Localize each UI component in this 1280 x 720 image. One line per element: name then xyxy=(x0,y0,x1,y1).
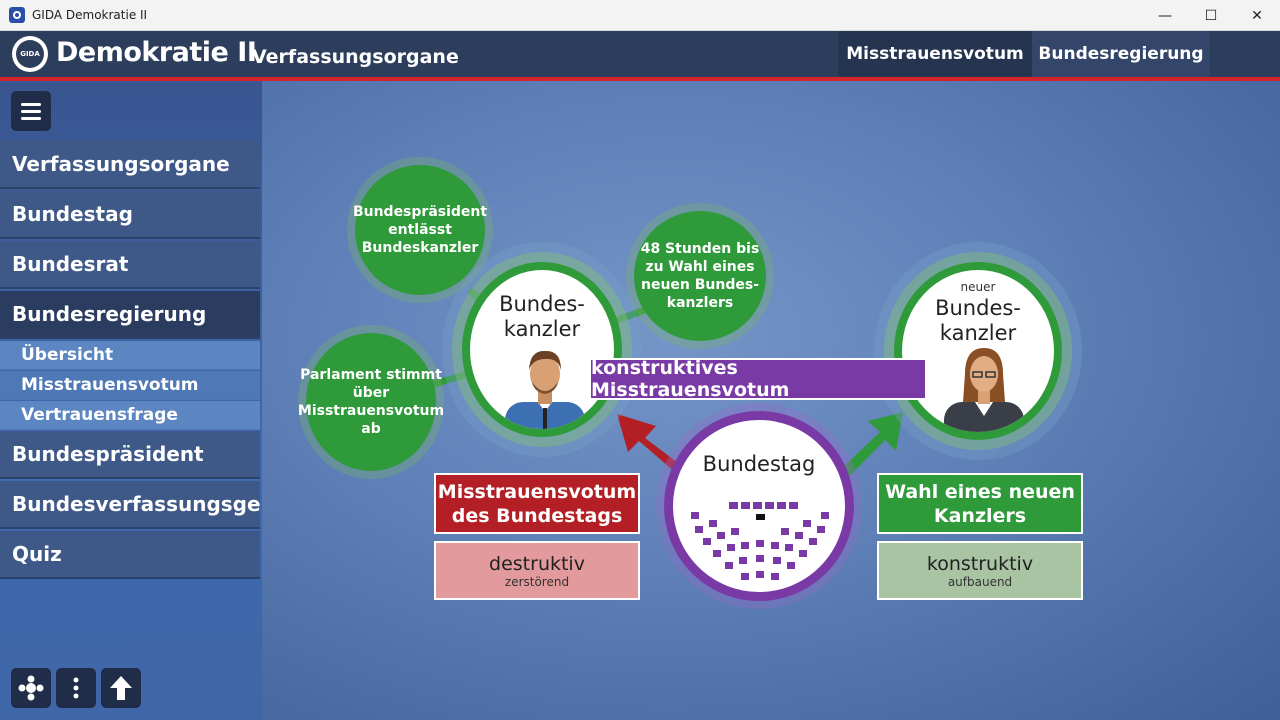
bubble-parlament: Parlament stimmt über Misstrauensvotum a… xyxy=(298,333,444,471)
bubble-bundespraesident: Bundespräsident entlässt Bundeskanzler xyxy=(353,165,487,295)
gida-logo: GIDA xyxy=(12,36,48,72)
minimize-button[interactable]: — xyxy=(1158,7,1172,24)
sidebar-item-bundestag[interactable]: Bundestag xyxy=(0,191,260,239)
arrow-up-icon xyxy=(110,676,132,700)
sidebar-item-verfassungsorgane[interactable]: Verfassungsorgane xyxy=(0,141,260,189)
sidebar-subitem-vertrauensfrage[interactable]: Vertrauensfrage xyxy=(0,401,260,430)
tab-bundesregierung[interactable]: Bundesregierung xyxy=(1032,31,1210,77)
bundeskanzler-label: Bundes- kanzler xyxy=(499,292,585,341)
move-button[interactable] xyxy=(11,668,51,708)
bubble-48-stunden: 48 Stunden bis zu Wahl eines neuen Bunde… xyxy=(634,211,766,341)
bundestag-label: Bundestag xyxy=(702,452,816,476)
tab-misstrauensvotum[interactable]: Misstrauensvotum xyxy=(838,31,1032,77)
sidebar-subitem-misstrauensvotum[interactable]: Misstrauensvotum xyxy=(0,371,260,400)
misstrauensvotum-box: Misstrauensvotum des Bundestags xyxy=(434,473,640,534)
woman-avatar-icon xyxy=(944,348,1024,432)
arrow-red xyxy=(617,414,690,480)
sidebar-item-bundesrat[interactable]: Bundesrat xyxy=(0,241,260,289)
parliament-seats-icon xyxy=(691,502,829,580)
app-header: GIDA Demokratie II Verfassungsorgane Mis… xyxy=(0,31,1280,81)
sidebar-item-bundespraesident[interactable]: Bundespräsident xyxy=(0,431,260,479)
logo-text: GIDA xyxy=(16,40,44,68)
app-icon xyxy=(9,7,25,23)
zerstoerend-label: zerstörend xyxy=(504,574,570,589)
maximize-button[interactable]: ☐ xyxy=(1204,7,1218,24)
window-titlebar: GIDA Demokratie II — ☐ ✕ xyxy=(0,0,1280,31)
circle-bundeskanzler: Bundes- kanzler xyxy=(462,262,622,437)
hamburger-menu-button[interactable] xyxy=(11,91,51,131)
section-title: Verfassungsorgane xyxy=(252,46,459,68)
konstruktiv-box: konstruktiv aufbauend xyxy=(877,541,1083,600)
man-avatar-icon xyxy=(505,350,585,429)
move-icon xyxy=(18,675,44,701)
app-brand: Demokratie II xyxy=(56,37,257,68)
sidebar-item-quiz[interactable]: Quiz xyxy=(0,531,260,579)
circle-neuer-kanzler: neuer Bundes- kanzler xyxy=(894,262,1062,440)
sidebar-subitem-uebersicht[interactable]: Übersicht xyxy=(0,341,260,370)
header-accent-line xyxy=(0,77,1280,81)
wahl-kanzler-box: Wahl eines neuen Kanzlers xyxy=(877,473,1083,534)
aufbauend-label: aufbauend xyxy=(947,574,1013,589)
window-title: GIDA Demokratie II xyxy=(32,8,148,22)
more-button[interactable] xyxy=(56,668,96,708)
more-icon xyxy=(73,677,79,699)
konstruktives-misstrauensvotum-banner: konstruktives Misstrauensvotum xyxy=(589,357,927,401)
close-button[interactable]: ✕ xyxy=(1251,7,1263,24)
sidebar-item-bundesregierung[interactable]: Bundesregierung xyxy=(0,291,260,339)
arrow-green xyxy=(838,412,903,480)
neuer-bundeskanzler-label: Bundes- kanzler xyxy=(935,296,1021,345)
destruktiv-label: destruktiv xyxy=(489,552,585,575)
scroll-up-button[interactable] xyxy=(101,668,141,708)
destruktiv-box: destruktiv zerstörend xyxy=(434,541,640,600)
konstruktiv-label: konstruktiv xyxy=(926,552,1034,575)
neuer-label: neuer xyxy=(960,280,996,294)
circle-bundestag: Bundestag xyxy=(664,411,854,601)
